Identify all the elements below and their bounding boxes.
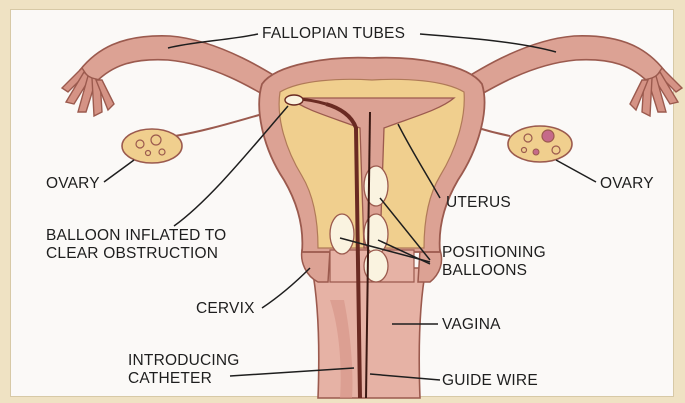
leader-cervix (262, 268, 310, 308)
label-catheter-line1: INTRODUCING (128, 352, 240, 370)
left-ovarian-ligament (175, 112, 270, 136)
label-guide-wire: GUIDE WIRE (442, 372, 538, 390)
label-ovary-right: OVARY (600, 175, 654, 193)
label-vagina: VAGINA (442, 316, 501, 334)
vagina-shape (312, 268, 426, 398)
right-fimbriae (630, 68, 682, 116)
label-positioning-line2: BALLOONS (442, 262, 527, 280)
right-ovary (508, 126, 572, 162)
leader-ovary-right (556, 160, 596, 182)
label-balloon-line1: BALLOON INFLATED TO (46, 227, 226, 245)
label-positioning-line1: POSITIONING (442, 244, 546, 262)
label-catheter-line2: CATHETER (128, 370, 212, 388)
positioning-balloon-left (330, 214, 354, 254)
label-uterus: UTERUS (446, 194, 511, 212)
label-cervix: CERVIX (196, 300, 255, 318)
label-balloon-line2: CLEAR OBSTRUCTION (46, 245, 218, 263)
label-ovary-left: OVARY (46, 175, 100, 193)
cervix-shape (302, 250, 330, 282)
left-ovary (122, 129, 182, 163)
obstruction-balloon (285, 95, 303, 105)
label-fallopian-tubes: FALLOPIAN TUBES (262, 25, 405, 43)
left-fimbriae (62, 68, 114, 116)
cervix-shape-right (418, 250, 442, 282)
positioning-balloon-top (364, 166, 388, 206)
leader-ovary-left (104, 160, 134, 182)
